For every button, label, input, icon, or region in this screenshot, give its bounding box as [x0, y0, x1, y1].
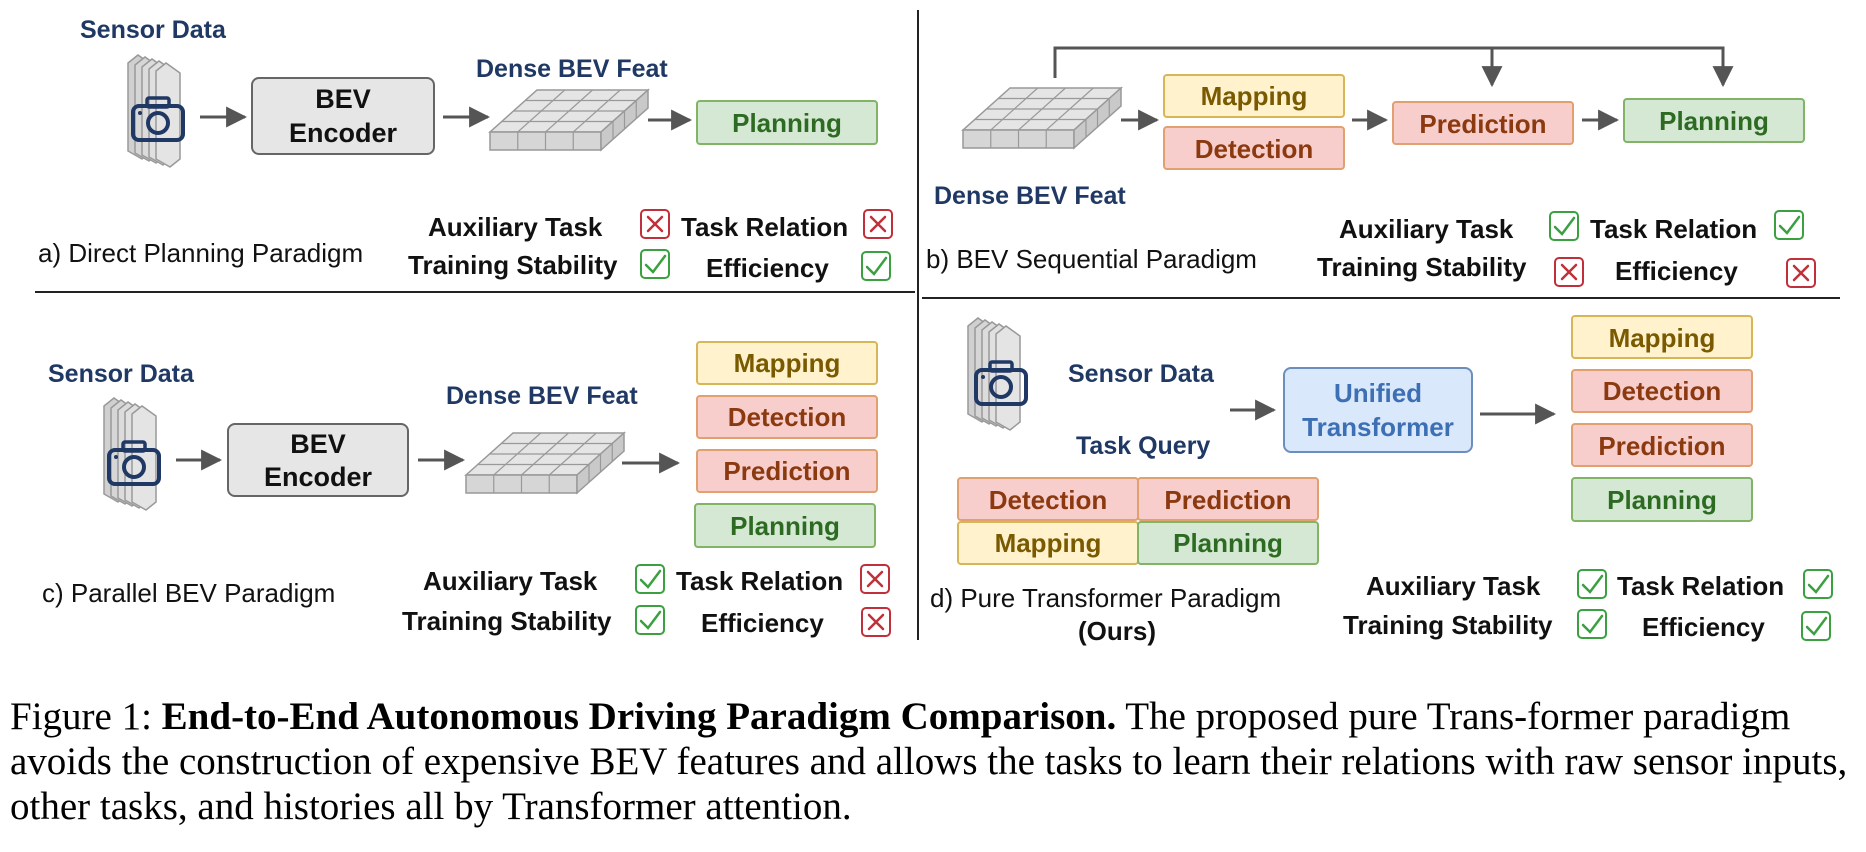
mapping-box [1163, 74, 1345, 118]
planning-box [694, 503, 876, 548]
mapping-box [696, 341, 878, 385]
prop-auxiliary-task: Auxiliary Task [1339, 214, 1514, 244]
prop-efficiency: Efficiency [1642, 612, 1765, 642]
bev-encoder-line1: BEV [315, 84, 371, 114]
planning-box [696, 100, 878, 145]
aux-task-status-b-check-icon [1549, 211, 1579, 241]
query-mapping-label: Mapping [995, 528, 1102, 558]
panel-b-label: b) BEV Sequential Paradigm [926, 244, 1257, 274]
prop-training-stability: Training Stability [402, 606, 612, 636]
planning-label: Planning [1659, 106, 1769, 136]
detection-label: Detection [728, 402, 846, 432]
efficiency-status-a-check-icon [861, 251, 891, 281]
prediction-box [1571, 423, 1753, 467]
prop-efficiency: Efficiency [1615, 256, 1738, 286]
sensor-stack [103, 397, 157, 511]
panel-a-label: a) Direct Planning Paradigm [38, 238, 363, 268]
caption-rest: The proposed pure Trans-former paradigm … [10, 695, 1848, 828]
planning-label: Planning [730, 511, 840, 541]
detection-box [1571, 369, 1753, 413]
bev-encoder-box [227, 423, 409, 497]
sensor-data-label: Sensor Data [1068, 360, 1215, 388]
prop-auxiliary-task: Auxiliary Task [423, 566, 598, 596]
aux-task-status-d-check-icon [1577, 569, 1607, 599]
sensor-data-label: Sensor Data [80, 16, 227, 44]
figure-caption: Figure 1: End-to-End Autonomous Driving … [10, 694, 1860, 829]
detection-box [696, 395, 878, 439]
bev-grid [489, 89, 649, 151]
panel-c-label: c) Parallel BEV Paradigm [42, 578, 335, 608]
unified-transformer-box [1283, 367, 1473, 453]
task-query-label: Task Query [1076, 432, 1210, 460]
prop-training-stability: Training Stability [1317, 252, 1527, 282]
query-prediction-label: Prediction [1164, 485, 1291, 515]
mapping-label: Mapping [1201, 81, 1308, 111]
planning-label: Planning [732, 108, 842, 138]
prop-task-relation: Task Relation [676, 566, 843, 596]
unified-line2: Transformer [1302, 412, 1454, 442]
mapping-box [1571, 315, 1753, 359]
prop-training-stability: Training Stability [408, 250, 618, 280]
training-stability-status-d-check-icon [1577, 609, 1607, 639]
bev-encoder-line1: BEV [290, 429, 346, 459]
task-relation-status-b-check-icon [1774, 210, 1804, 240]
aux-task-status-c-check-icon [635, 564, 665, 594]
efficiency-status-d-check-icon [1801, 611, 1831, 641]
detection-label: Detection [1603, 376, 1721, 406]
training-stability-status-c-check-icon [635, 605, 665, 635]
dense-bev-feat-label: Dense BEV Feat [446, 382, 638, 410]
bev-encoder-line2: Encoder [264, 462, 373, 492]
bev-encoder-box [251, 77, 435, 155]
bev-grid [962, 87, 1122, 149]
efficiency-status-b-cross-icon [1786, 258, 1816, 288]
prop-task-relation: Task Relation [1617, 571, 1784, 601]
prediction-label: Prediction [1419, 109, 1546, 139]
planning-box [1623, 98, 1805, 143]
prop-auxiliary-task: Auxiliary Task [1366, 571, 1541, 601]
prediction-box [1392, 101, 1574, 145]
task-relation-status-d-check-icon [1803, 569, 1833, 599]
prop-efficiency: Efficiency [706, 253, 829, 283]
training-stability-status-a-check-icon [640, 249, 670, 279]
prop-training-stability: Training Stability [1343, 610, 1553, 640]
unified-line1: Unified [1334, 378, 1422, 408]
panel-d-ours: (Ours) [1078, 616, 1156, 646]
prop-auxiliary-task: Auxiliary Task [428, 212, 603, 242]
bev-encoder-line2: Encoder [289, 118, 398, 148]
detection-label: Detection [1195, 134, 1313, 164]
dense-bev-feat-label: Dense BEV Feat [934, 182, 1126, 210]
bev-grid [465, 432, 625, 494]
prop-efficiency: Efficiency [701, 608, 824, 638]
sensor-stack [127, 54, 181, 168]
prediction-label: Prediction [1598, 431, 1725, 461]
prop-task-relation: Task Relation [1590, 214, 1757, 244]
panel-d-label: d) Pure Transformer Paradigm [930, 583, 1281, 613]
mapping-label: Mapping [1609, 323, 1716, 353]
task-relation-status-a-cross-icon [863, 209, 893, 239]
efficiency-status-c-cross-icon [861, 607, 891, 637]
prediction-label: Prediction [723, 456, 850, 486]
caption-prefix: Figure 1: [10, 695, 162, 738]
task-relation-status-c-cross-icon [860, 564, 890, 594]
panel-d: Sensor Data Task Query Unified Transform… [930, 315, 1833, 646]
planning-box [1571, 477, 1753, 522]
query-planning-box [1137, 521, 1319, 565]
training-stability-status-b-cross-icon [1554, 257, 1584, 287]
panel-b: Dense BEV Feat Mapping Detection Predict… [926, 46, 1816, 288]
paradigm-diagram: Sensor Data BEV Encoder Dense BEV Feat P… [35, 10, 1840, 646]
panel-c: Sensor Data BEV Encoder Dense BEV Feat M… [42, 341, 891, 638]
aux-task-status-a-cross-icon [640, 209, 670, 239]
query-planning-label: Planning [1173, 528, 1283, 558]
prediction-box [696, 449, 878, 493]
detection-box [1163, 126, 1345, 170]
panel-a: Sensor Data BEV Encoder Dense BEV Feat P… [38, 16, 893, 283]
prop-task-relation: Task Relation [681, 212, 848, 242]
sensor-data-label: Sensor Data [48, 360, 195, 388]
caption-bold: End-to-End Autonomous Driving Paradigm C… [161, 695, 1117, 738]
mapping-label: Mapping [734, 348, 841, 378]
dense-bev-feat-label: Dense BEV Feat [476, 55, 668, 83]
planning-label: Planning [1607, 485, 1717, 515]
query-prediction-box [1137, 477, 1319, 521]
query-detection-label: Detection [989, 485, 1107, 515]
